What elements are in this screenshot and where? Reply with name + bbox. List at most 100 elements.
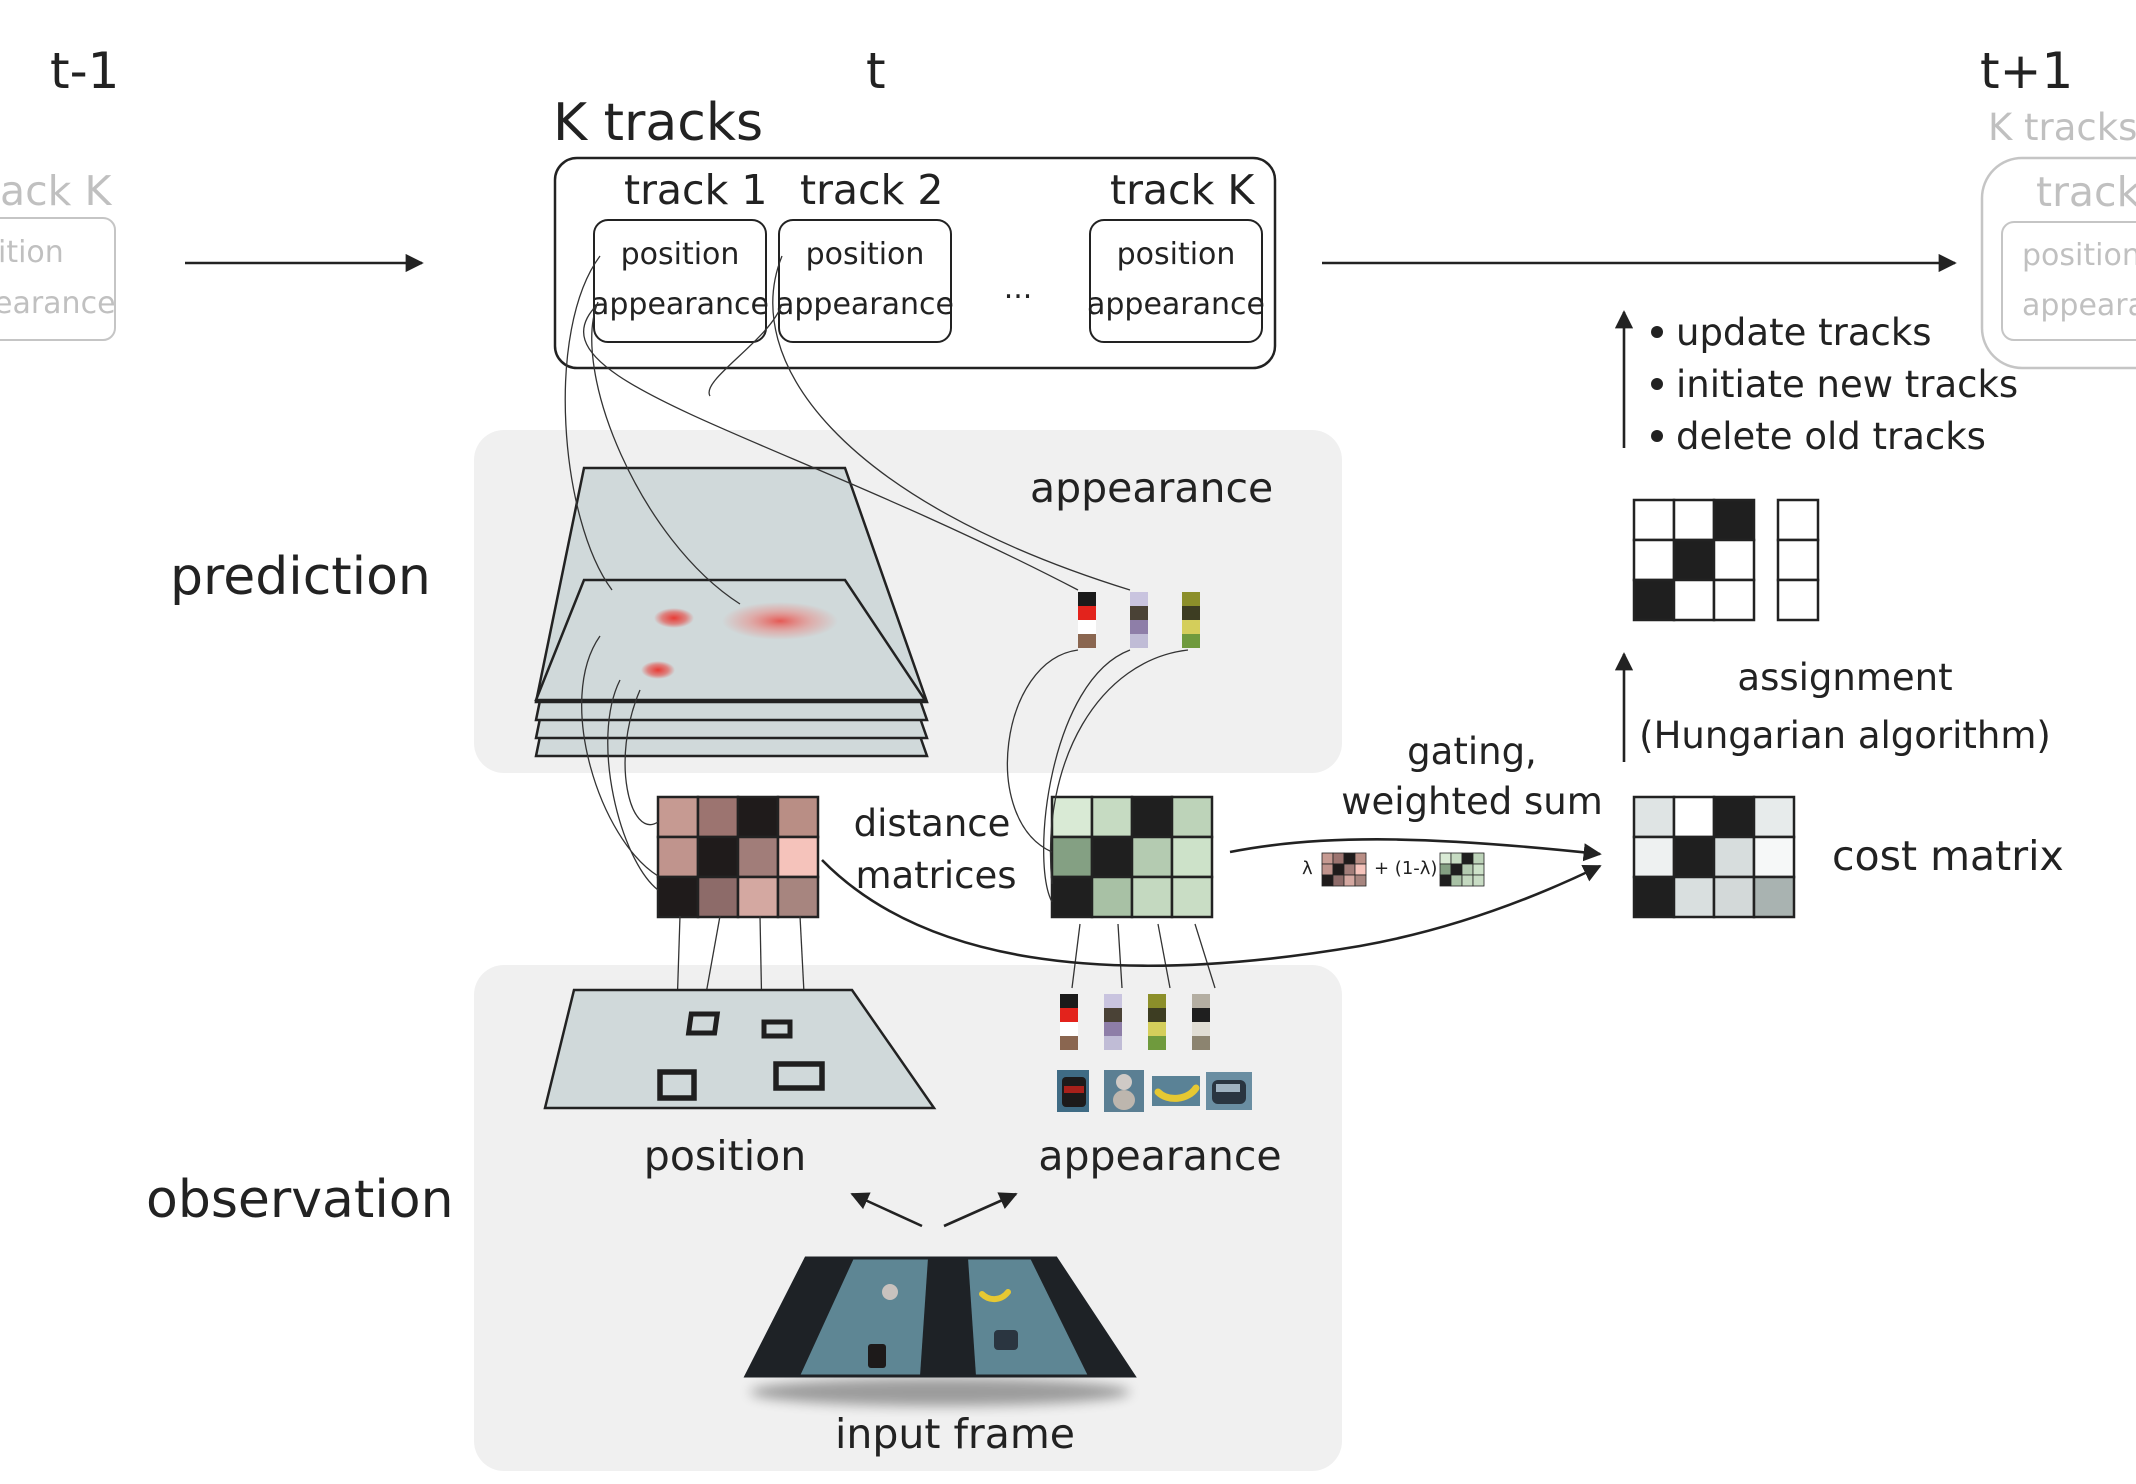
frame-teddy-icon xyxy=(882,1284,898,1300)
formula-position-matrix xyxy=(1321,852,1367,887)
observed-swatch-0-2 xyxy=(1060,1022,1078,1036)
cost-matrix xyxy=(1632,795,1796,919)
observed-swatch-1-0 xyxy=(1104,994,1122,1008)
prediction-to-matrix-connectors xyxy=(581,635,1189,903)
cost-cell-0-2 xyxy=(1712,795,1756,839)
position-distance-cell-2-1 xyxy=(696,875,740,919)
mini-appearance-cell-0-1 xyxy=(1450,852,1463,865)
detection-box-4 xyxy=(773,1061,825,1091)
ghost-prev-position: ition xyxy=(0,235,64,270)
predicted-swatch-0-1 xyxy=(1078,606,1096,620)
gating-label-line1: gating, xyxy=(1407,730,1537,773)
frame-bag-icon xyxy=(868,1344,886,1368)
assignment-cell-1-0 xyxy=(1632,538,1676,582)
previous-tracks-ghost: ack K ition earance xyxy=(0,167,116,341)
appearance-distance-cell-1-3 xyxy=(1170,835,1214,879)
track-1-position: position xyxy=(621,237,740,272)
input-frame-label: input frame xyxy=(835,1410,1075,1458)
ghost-next-outer-box xyxy=(1980,156,2136,370)
formula-appearance-matrix xyxy=(1439,852,1485,887)
track-2-title: track 2 xyxy=(800,166,943,214)
track-to-prediction-connectors xyxy=(564,255,1131,605)
mini-position-cell-1-2 xyxy=(1343,863,1356,876)
mini-position-cell-2-3 xyxy=(1354,874,1367,887)
cost-cell-1-3 xyxy=(1752,835,1796,879)
mini-position-cell-1-0 xyxy=(1321,863,1334,876)
predicted-appearance-swatches xyxy=(1078,592,1200,648)
predicted-swatch-2-1 xyxy=(1182,606,1200,620)
predicted-swatch-0-0 xyxy=(1078,592,1096,606)
detection-thumbnails xyxy=(1057,1070,1252,1112)
position-distance-cell-1-3 xyxy=(776,835,820,879)
assignment-cell-1-2 xyxy=(1712,538,1756,582)
ghost-prev-appearance: earance xyxy=(0,286,116,321)
appearance-distance-cell-0-1 xyxy=(1090,795,1134,839)
arrow-position-to-cost xyxy=(821,859,1602,967)
ghost-next-inner-box xyxy=(2001,221,2136,341)
appearance-distance-cell-2-2 xyxy=(1130,875,1174,919)
ghost-next-heading: K tracks xyxy=(1988,106,2136,149)
appearance-distance-cell-2-1 xyxy=(1090,875,1134,919)
mini-position-cell-2-1 xyxy=(1332,874,1345,887)
detection-box-2 xyxy=(761,1019,793,1039)
time-label-next: t+1 xyxy=(1980,42,2073,100)
observed-position-plane xyxy=(543,988,937,1110)
mini-position-cell-1-3 xyxy=(1354,863,1367,876)
appearance-distance-cell-2-3 xyxy=(1170,875,1214,919)
assignment-cell-0-1 xyxy=(1672,498,1716,542)
appearance-distance-cell-1-0 xyxy=(1050,835,1094,879)
observed-appearance-swatches xyxy=(1060,994,1210,1050)
position-distance-cell-0-1 xyxy=(696,795,740,839)
cost-cell-2-1 xyxy=(1672,875,1716,919)
position-distance-cell-1-1 xyxy=(696,835,740,879)
observed-swatch-2-0 xyxy=(1148,994,1166,1008)
ghost-next-position: position xyxy=(2022,238,2136,273)
thumbnail-teddy-icon xyxy=(1104,1070,1144,1112)
observed-swatch-3-2 xyxy=(1192,1022,1210,1036)
observed-swatch-0-1 xyxy=(1060,1008,1078,1022)
time-label-prev: t-1 xyxy=(50,42,119,100)
distance-matrices-label-line1: distance xyxy=(854,802,1011,845)
appearance-distance-matrix xyxy=(1050,795,1214,919)
mini-appearance-cell-2-3 xyxy=(1472,874,1485,887)
prediction-label: prediction xyxy=(170,547,431,607)
track-k-position: position xyxy=(1117,237,1236,272)
predicted-position-planes xyxy=(534,466,929,758)
mini-position-cell-0-0 xyxy=(1321,852,1334,865)
observed-swatch-3-0 xyxy=(1192,994,1210,1008)
arrow-frame-to-appearance xyxy=(943,1192,1018,1228)
mini-appearance-cell-1-0 xyxy=(1439,863,1452,876)
arrow-frame-to-position xyxy=(850,1192,923,1228)
observation-label: observation xyxy=(146,1170,454,1230)
track-1-appearance: appearance xyxy=(591,287,769,322)
gating-label-line2: weighted sum xyxy=(1341,780,1603,823)
cost-cell-0-1 xyxy=(1672,795,1716,839)
position-distance-cell-2-3 xyxy=(776,875,820,919)
track-k-title: track K xyxy=(1110,166,1255,214)
position-distance-cell-0-2 xyxy=(736,795,780,839)
assignment-cell-2-1 xyxy=(1672,578,1716,622)
mini-appearance-cell-1-2 xyxy=(1461,863,1474,876)
cost-cell-1-0 xyxy=(1632,835,1676,879)
observation-appearance-label: appearance xyxy=(1038,1132,1281,1180)
track-1-box xyxy=(593,219,767,343)
assignment-cell-2-0 xyxy=(1632,578,1676,622)
assignment-cell-2-2 xyxy=(1712,578,1756,622)
mini-appearance-cell-1-1 xyxy=(1450,863,1463,876)
mini-appearance-cell-2-1 xyxy=(1450,874,1463,887)
appearance-distance-cell-1-2 xyxy=(1130,835,1174,879)
mini-position-cell-1-1 xyxy=(1332,863,1345,876)
position-distance-cell-0-0 xyxy=(656,795,700,839)
thumbnail-bag-icon xyxy=(1057,1070,1089,1112)
assignment-cell-0-2 xyxy=(1712,498,1756,542)
ghost-prev-track: ack K xyxy=(0,167,112,215)
observed-swatch-1-1 xyxy=(1104,1008,1122,1022)
update-step-1: update tracks xyxy=(1676,311,1932,354)
observed-swatch-0-3 xyxy=(1060,1036,1078,1050)
cost-cell-0-3 xyxy=(1752,795,1796,839)
position-distance-cell-1-0 xyxy=(656,835,700,879)
position-distance-cell-1-2 xyxy=(736,835,780,879)
assignment-matrix xyxy=(1632,498,1756,622)
k-tracks-heading: K tracks xyxy=(553,93,763,153)
observed-swatch-1-2 xyxy=(1104,1022,1122,1036)
